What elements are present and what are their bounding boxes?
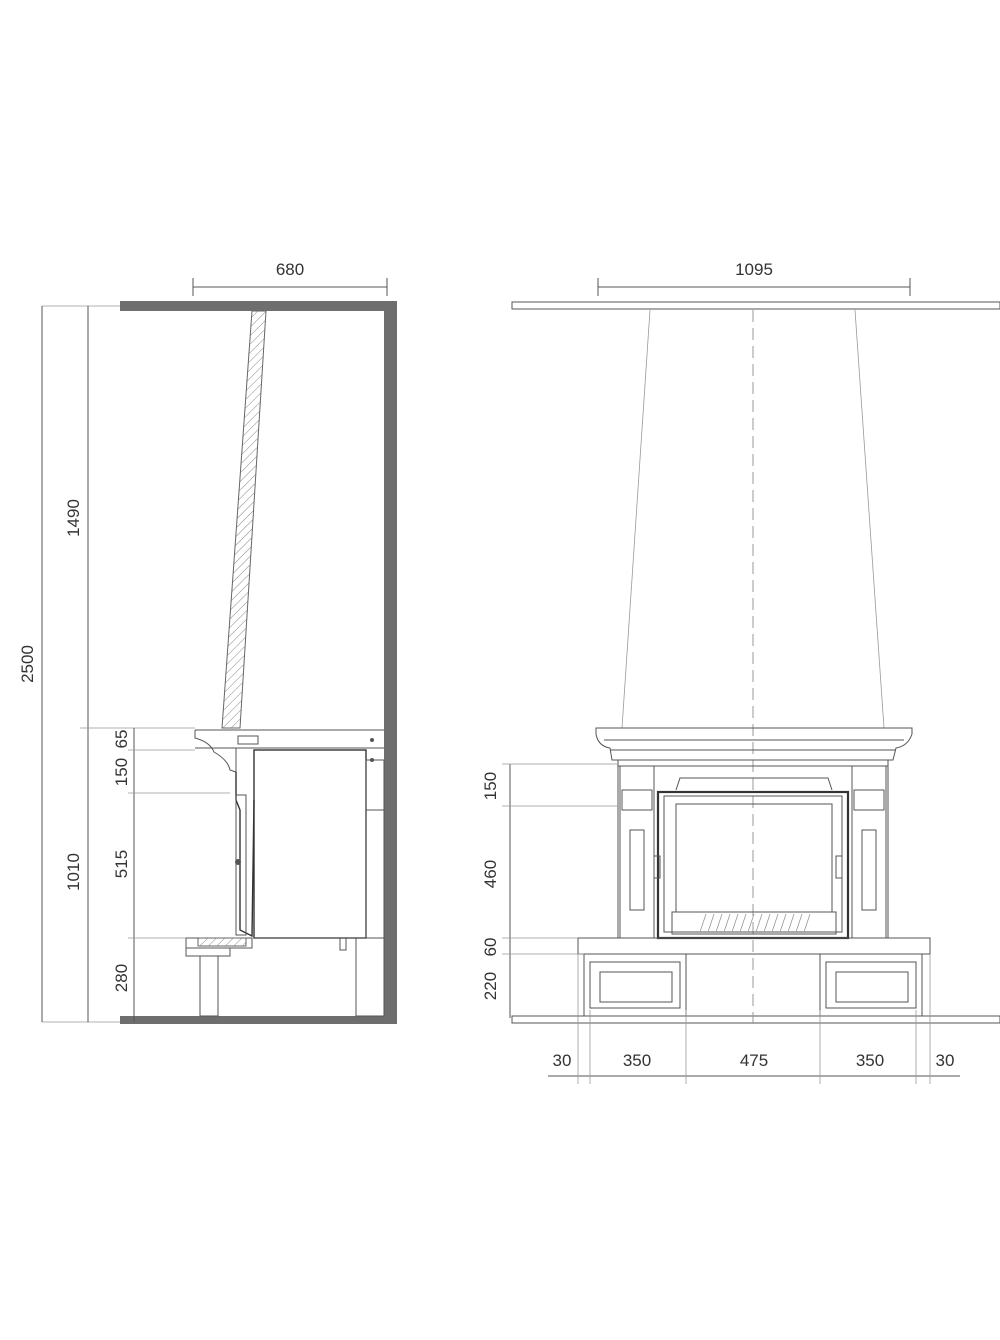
side-firebox [253, 749, 367, 939]
front-view: 1095 [481, 260, 1000, 1084]
side-cornice [194, 730, 237, 773]
front-mantel [595, 727, 913, 761]
front-dim-475: 475 [740, 1051, 768, 1070]
side-view: 680 2500 1490 1010 65 150 515 280 [18, 260, 397, 1024]
floor-slab [120, 1016, 397, 1024]
front-dim-30-left: 30 [553, 1051, 572, 1070]
side-dim-150: 150 [112, 758, 131, 786]
side-dim-65: 65 [112, 730, 131, 749]
front-column-right [851, 765, 887, 939]
side-leg [199, 955, 219, 1017]
side-dim-680: 680 [276, 260, 304, 279]
side-dim-280: 280 [112, 964, 131, 992]
front-dim-150: 150 [481, 772, 500, 800]
front-dim-460: 460 [481, 860, 500, 888]
front-column-left [619, 765, 655, 939]
side-door [235, 772, 255, 938]
front-pedestal-left [583, 953, 687, 1017]
front-dim-350-right: 350 [856, 1051, 884, 1070]
front-hearth [577, 937, 931, 955]
side-dim-515: 515 [112, 850, 131, 878]
front-glass [675, 803, 833, 913]
side-dim-1490: 1490 [64, 499, 83, 537]
side-dim-1010: 1010 [64, 853, 83, 891]
side-dim-2500: 2500 [18, 645, 37, 683]
side-hood [221, 310, 267, 729]
front-dim-1095: 1095 [735, 260, 773, 279]
front-dim-220: 220 [481, 972, 500, 1000]
front-dim-60: 60 [481, 938, 500, 957]
front-dim-30-right: 30 [936, 1051, 955, 1070]
front-dim-350-left: 350 [623, 1051, 651, 1070]
front-floor [511, 1015, 1000, 1024]
front-pedestal-right [819, 953, 923, 1017]
front-grate [671, 911, 837, 935]
front-ceiling [511, 301, 1000, 310]
